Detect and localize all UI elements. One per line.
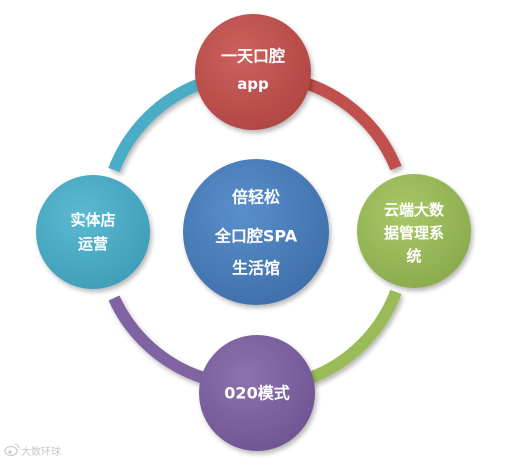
center-line-3: 生活馆 (232, 259, 280, 278)
arc-bottom-left (108, 295, 206, 384)
node-right-line-2: 据管理系 (384, 224, 444, 242)
node-right-line-1: 云端大数 (384, 201, 445, 219)
node-top-line-1: 一天口腔 (221, 47, 285, 66)
node-top-line-2: app (237, 75, 269, 93)
ring-arcs (108, 78, 402, 384)
center-line-2: 全口腔SPA (214, 227, 298, 246)
arc-top-right (305, 78, 402, 171)
node-right: 云端大数 据管理系 统 (357, 174, 471, 288)
node-bottom-line-1: 020模式 (224, 384, 289, 403)
arc-right-bottom (307, 289, 402, 384)
node-top: 一天口腔 app (195, 14, 311, 130)
node-left-line-1: 实体店 (70, 211, 115, 229)
center-node: 倍轻松 全口腔SPA 生活馆 (183, 159, 329, 305)
watermark-text: 大数环球 (21, 445, 61, 458)
node-left: 实体店 运营 (36, 175, 150, 289)
center-line-1: 倍轻松 (232, 188, 280, 207)
weibo-icon (4, 443, 20, 457)
node-left-line-2: 运营 (78, 235, 108, 253)
watermark: 大数环球 (4, 443, 61, 458)
node-right-line-3: 统 (406, 247, 421, 265)
arc-left-top (108, 78, 203, 173)
node-bottom: 020模式 (199, 335, 315, 451)
